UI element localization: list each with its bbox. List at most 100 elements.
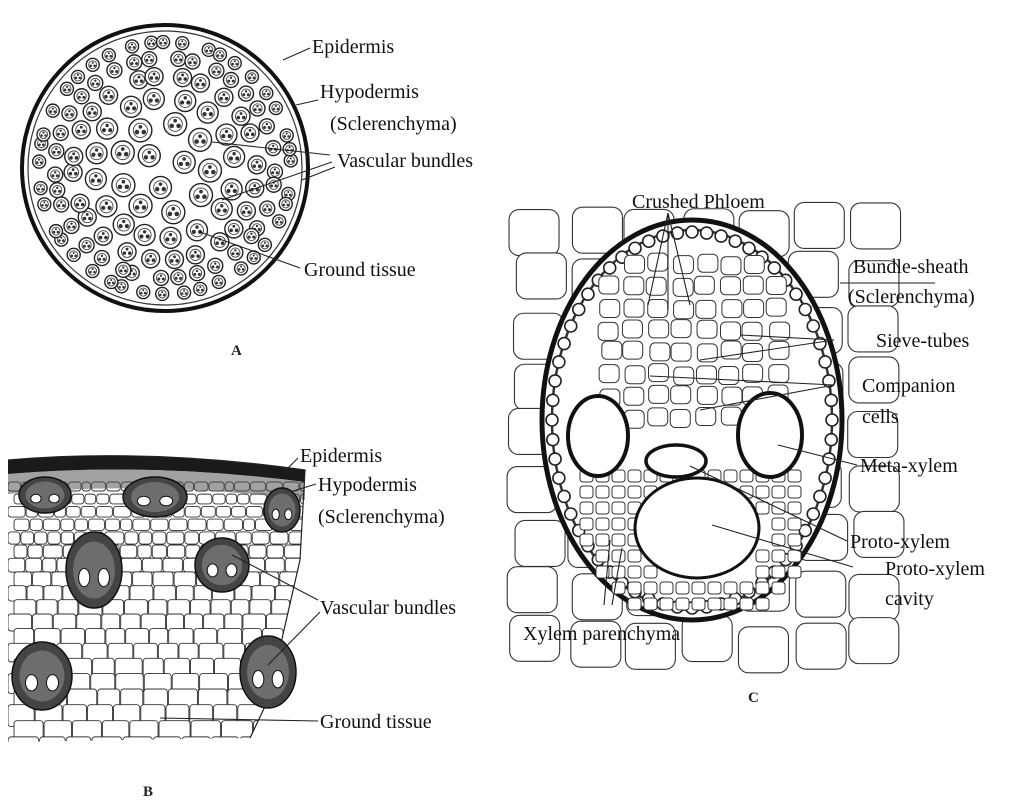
vascular-bundle bbox=[71, 70, 84, 83]
vascular-bundle bbox=[157, 36, 170, 49]
vascular-bundle bbox=[96, 196, 117, 217]
vascular-bundle bbox=[212, 275, 225, 288]
vascular-bundle bbox=[160, 227, 181, 248]
vascular-bundle bbox=[113, 214, 134, 235]
vascular-bundle bbox=[235, 262, 248, 275]
vascular-bundle bbox=[190, 266, 205, 281]
vascular-bundle bbox=[185, 54, 200, 69]
vascular-bundle bbox=[12, 642, 72, 710]
vascular-bundle bbox=[134, 224, 155, 245]
vascular-bundle bbox=[118, 243, 136, 261]
vascular-bundle bbox=[123, 477, 187, 517]
vascular-bundle bbox=[71, 194, 89, 212]
vascular-bundle bbox=[142, 52, 157, 67]
vascular-bundle bbox=[46, 104, 59, 117]
vascular-bundle bbox=[240, 636, 296, 708]
panel-letter-c: C bbox=[748, 690, 759, 706]
vascular-bundle bbox=[260, 87, 273, 100]
vascular-bundle bbox=[105, 275, 118, 288]
vascular-bundle bbox=[211, 198, 232, 219]
vascular-bundle bbox=[127, 55, 142, 70]
vascular-bundle bbox=[102, 49, 115, 62]
label-companion: Companion bbox=[862, 375, 955, 397]
vascular-bundle bbox=[186, 220, 207, 241]
vascular-bundle bbox=[53, 125, 68, 140]
vascular-bundle bbox=[126, 40, 139, 53]
vascular-bundle bbox=[189, 128, 212, 151]
vascular-bundle bbox=[50, 183, 65, 198]
vascular-bundle bbox=[149, 176, 171, 198]
vascular-bundle bbox=[241, 124, 259, 142]
panel-b: Epidermis Hypodermis (Sclerenchyma) Vasc… bbox=[0, 440, 456, 805]
vascular-bundle bbox=[189, 184, 212, 207]
vascular-bundle bbox=[145, 68, 163, 86]
vascular-bundle bbox=[156, 287, 169, 300]
vascular-bundle bbox=[142, 250, 160, 268]
vascular-bundle bbox=[64, 218, 79, 233]
proto-xylem bbox=[646, 445, 706, 477]
vascular-bundle bbox=[138, 145, 160, 167]
vascular-bundle bbox=[259, 119, 274, 134]
vascular-bundle bbox=[237, 202, 255, 220]
vascular-bundle bbox=[175, 90, 196, 111]
vascular-bundle bbox=[94, 251, 109, 266]
label-b-hypodermis-note: (Sclerenchyma) bbox=[318, 506, 445, 528]
vascular-bundle bbox=[176, 37, 189, 50]
vascular-bundle bbox=[86, 143, 107, 164]
vascular-bundle bbox=[121, 96, 142, 117]
vascular-bundle bbox=[264, 488, 300, 532]
label-companion-cells: cells bbox=[862, 406, 899, 428]
label-b-vascular-bundles: Vascular bundles bbox=[320, 597, 456, 619]
vascular-bundle bbox=[54, 197, 69, 212]
vascular-bundle bbox=[213, 48, 226, 61]
proto-xylem-cavity bbox=[635, 478, 759, 578]
vascular-bundle bbox=[209, 63, 224, 78]
vascular-bundle bbox=[111, 141, 134, 164]
vascular-bundle bbox=[60, 82, 73, 95]
vascular-bundle bbox=[162, 201, 185, 224]
vascular-bundle bbox=[66, 532, 122, 608]
label-a-ground-tissue: Ground tissue bbox=[304, 259, 416, 281]
vascular-bundle bbox=[79, 238, 94, 253]
vascular-bundle bbox=[279, 197, 292, 210]
vascular-bundle bbox=[280, 129, 293, 142]
vascular-bundle bbox=[143, 88, 164, 109]
vascular-bundle bbox=[19, 477, 71, 513]
vascular-bundle bbox=[239, 86, 254, 101]
vascular-bundle bbox=[248, 156, 266, 174]
label-a-hypodermis: Hypodermis bbox=[320, 81, 419, 103]
vascular-bundle bbox=[86, 58, 99, 71]
vascular-bundle bbox=[37, 128, 50, 141]
vascular-bundle bbox=[83, 103, 101, 121]
vascular-bundle bbox=[195, 538, 249, 592]
label-sieve-tubes: Sieve-tubes bbox=[876, 330, 970, 352]
vascular-bundle bbox=[97, 118, 118, 139]
vascular-bundle bbox=[173, 151, 195, 173]
panel-letter-a: A bbox=[231, 343, 242, 359]
label-meta-xylem: Meta-xylem bbox=[860, 455, 958, 477]
label-a-vascular-bundles: Vascular bundles bbox=[337, 150, 473, 172]
vascular-bundle bbox=[224, 146, 245, 167]
vascular-bundle bbox=[129, 119, 152, 142]
vascular-bundle bbox=[283, 143, 296, 156]
vascular-bundle bbox=[48, 167, 63, 182]
vascular-bundle bbox=[154, 270, 169, 285]
vascular-bundle bbox=[250, 101, 265, 116]
vascular-bundle bbox=[49, 225, 62, 238]
vascular-bundle bbox=[215, 88, 233, 106]
vascular-bundle bbox=[244, 229, 259, 244]
vascular-bundle bbox=[62, 106, 77, 121]
panel-letter-b: B bbox=[143, 784, 153, 800]
label-proto-xylem: Proto-xylem bbox=[850, 531, 950, 553]
vascular-bundle bbox=[88, 75, 103, 90]
vascular-bundle bbox=[164, 113, 187, 136]
vascular-bundle bbox=[273, 215, 286, 228]
vascular-bundle bbox=[94, 227, 112, 245]
vascular-bundle bbox=[228, 57, 241, 70]
label-xylem-parenchyma: Xylem parenchyma bbox=[523, 623, 680, 645]
vascular-bundle bbox=[232, 107, 250, 125]
label-proto-xylem-cavity-1: Proto-xylem bbox=[885, 558, 985, 580]
meta-xylem-left bbox=[568, 396, 628, 476]
vascular-bundle bbox=[186, 246, 204, 264]
